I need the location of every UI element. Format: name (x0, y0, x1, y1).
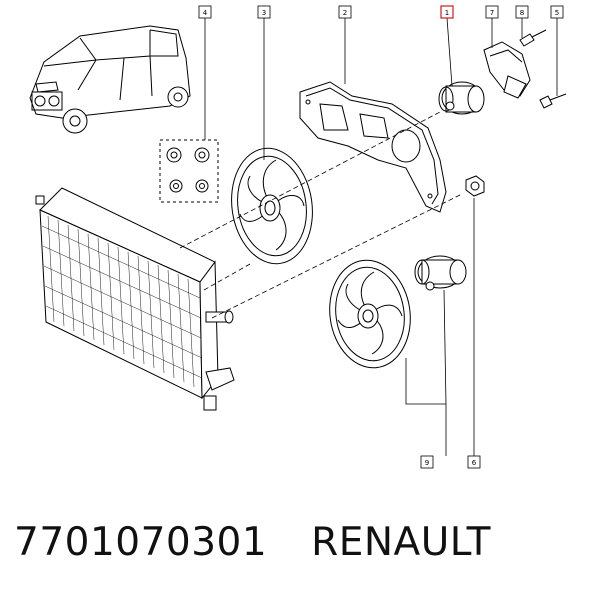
brand-name: RENAULT (311, 519, 491, 565)
vehicle-illustration (29, 25, 191, 134)
upper-fan-blade (231, 147, 313, 265)
callout-label: 8 (520, 9, 524, 17)
callout-label: 3 (262, 9, 266, 17)
callout-6: 6 (467, 455, 481, 469)
callout-5: 5 (550, 5, 564, 19)
callout-7: 7 (485, 5, 499, 19)
callout-label: 7 (490, 9, 494, 17)
callout-3: 3 (257, 5, 271, 19)
callout-label: 2 (343, 9, 347, 17)
radiator (35, 187, 235, 411)
screw (539, 93, 567, 109)
assembly-lines (179, 111, 463, 319)
lower-fan-blade (329, 259, 411, 369)
part-number: 7701070301 (14, 519, 268, 565)
nut (465, 175, 485, 197)
callout-9: 9 (420, 455, 434, 469)
leader-lines (204, 17, 558, 456)
callout-2: 2 (338, 5, 352, 19)
callout-label: 1 (445, 9, 449, 17)
exploded-parts-diagram: 4 3 2 1 7 8 5 9 6 (29, 5, 567, 469)
callout-label: 9 (425, 459, 429, 467)
part-caption: 7701070301 RENAULT (14, 512, 491, 572)
callout-label: 6 (472, 459, 477, 467)
callout-8: 8 (515, 5, 529, 19)
callout-label: 5 (555, 9, 559, 17)
lower-fan-motor (414, 255, 467, 291)
fastener-set (159, 139, 219, 203)
upper-fan-motor (438, 81, 485, 115)
callout-4: 4 (198, 5, 212, 19)
callout-1-highlighted: 1 (440, 5, 454, 19)
callout-label: 4 (203, 9, 208, 17)
connector-plug (519, 29, 547, 47)
motor-bracket (483, 41, 531, 99)
